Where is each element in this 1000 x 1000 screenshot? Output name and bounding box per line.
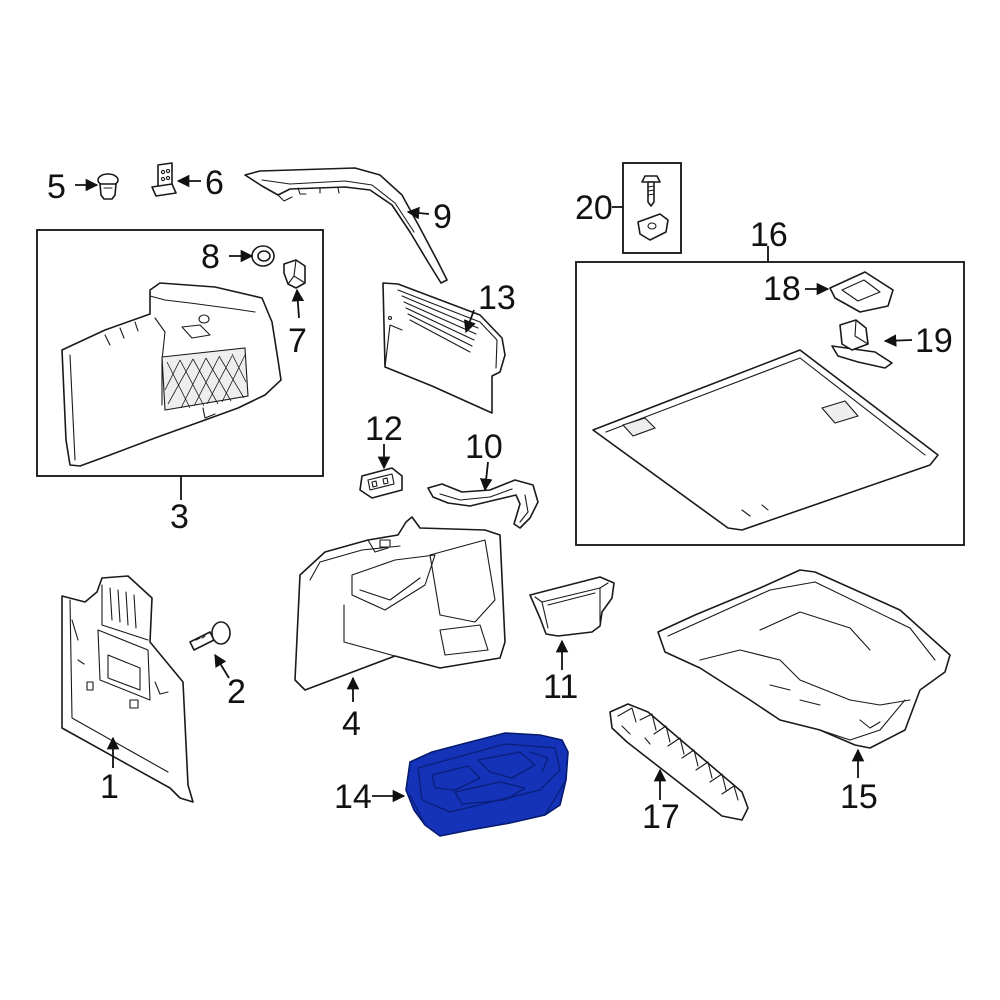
part-17-foam-insert[interactable] <box>609 703 749 821</box>
callout-1: 1 <box>100 768 119 806</box>
callout-10: 10 <box>465 428 503 466</box>
part-6-bracket[interactable] <box>151 162 177 197</box>
callout-3: 3 <box>170 498 189 536</box>
part-2-push-pin[interactable] <box>189 621 231 651</box>
callout-14: 14 <box>334 778 372 816</box>
part-4-trunk-side[interactable] <box>294 516 506 691</box>
callout-11: 11 <box>543 668 578 706</box>
callout-19: 19 <box>915 322 953 360</box>
part-3-quarter-trim[interactable] <box>61 282 282 467</box>
part-18-handle[interactable] <box>829 271 894 313</box>
callout-12: 12 <box>365 410 403 448</box>
group-box-16 <box>575 261 965 546</box>
part-8-grommet[interactable] <box>251 245 275 267</box>
part-11-storage-bin[interactable] <box>529 576 615 637</box>
callout-4: 4 <box>342 705 361 743</box>
callout-18: 18 <box>763 270 801 308</box>
part-15-floor-tub[interactable] <box>657 569 951 749</box>
cargo-net <box>164 353 247 409</box>
callout-16: 16 <box>750 216 788 254</box>
callout-2: 2 <box>227 673 246 711</box>
part-12-bracket[interactable] <box>359 467 403 499</box>
group-box-20 <box>622 162 682 254</box>
part-20-fastener-set[interactable] <box>637 175 669 241</box>
callout-labels: 1 2 3 4 5 6 7 8 9 10 11 12 13 14 15 16 1… <box>47 164 953 836</box>
part-14-tool-tray[interactable] <box>405 732 569 837</box>
part-10-rail-trim[interactable] <box>427 479 539 529</box>
part-16-floor-board[interactable] <box>592 349 939 531</box>
callout-5: 5 <box>47 168 66 206</box>
part-13-sill-plate[interactable] <box>382 282 506 414</box>
part-1-side-panel[interactable] <box>61 575 194 803</box>
callout-9: 9 <box>433 198 452 236</box>
callout-13: 13 <box>478 279 516 317</box>
part-7-retainer[interactable] <box>283 259 306 289</box>
callout-20: 20 <box>575 189 613 227</box>
callout-8: 8 <box>201 238 220 276</box>
callout-17: 17 <box>642 798 680 836</box>
callout-6: 6 <box>205 164 224 202</box>
callout-15: 15 <box>840 778 878 816</box>
group-box-3 <box>36 229 324 477</box>
part-5-clip[interactable] <box>97 173 119 200</box>
callout-7: 7 <box>288 322 307 360</box>
part-19-hook[interactable] <box>831 319 893 369</box>
leader-lines <box>75 174 913 803</box>
part-9-upper-trim[interactable] <box>244 167 448 284</box>
